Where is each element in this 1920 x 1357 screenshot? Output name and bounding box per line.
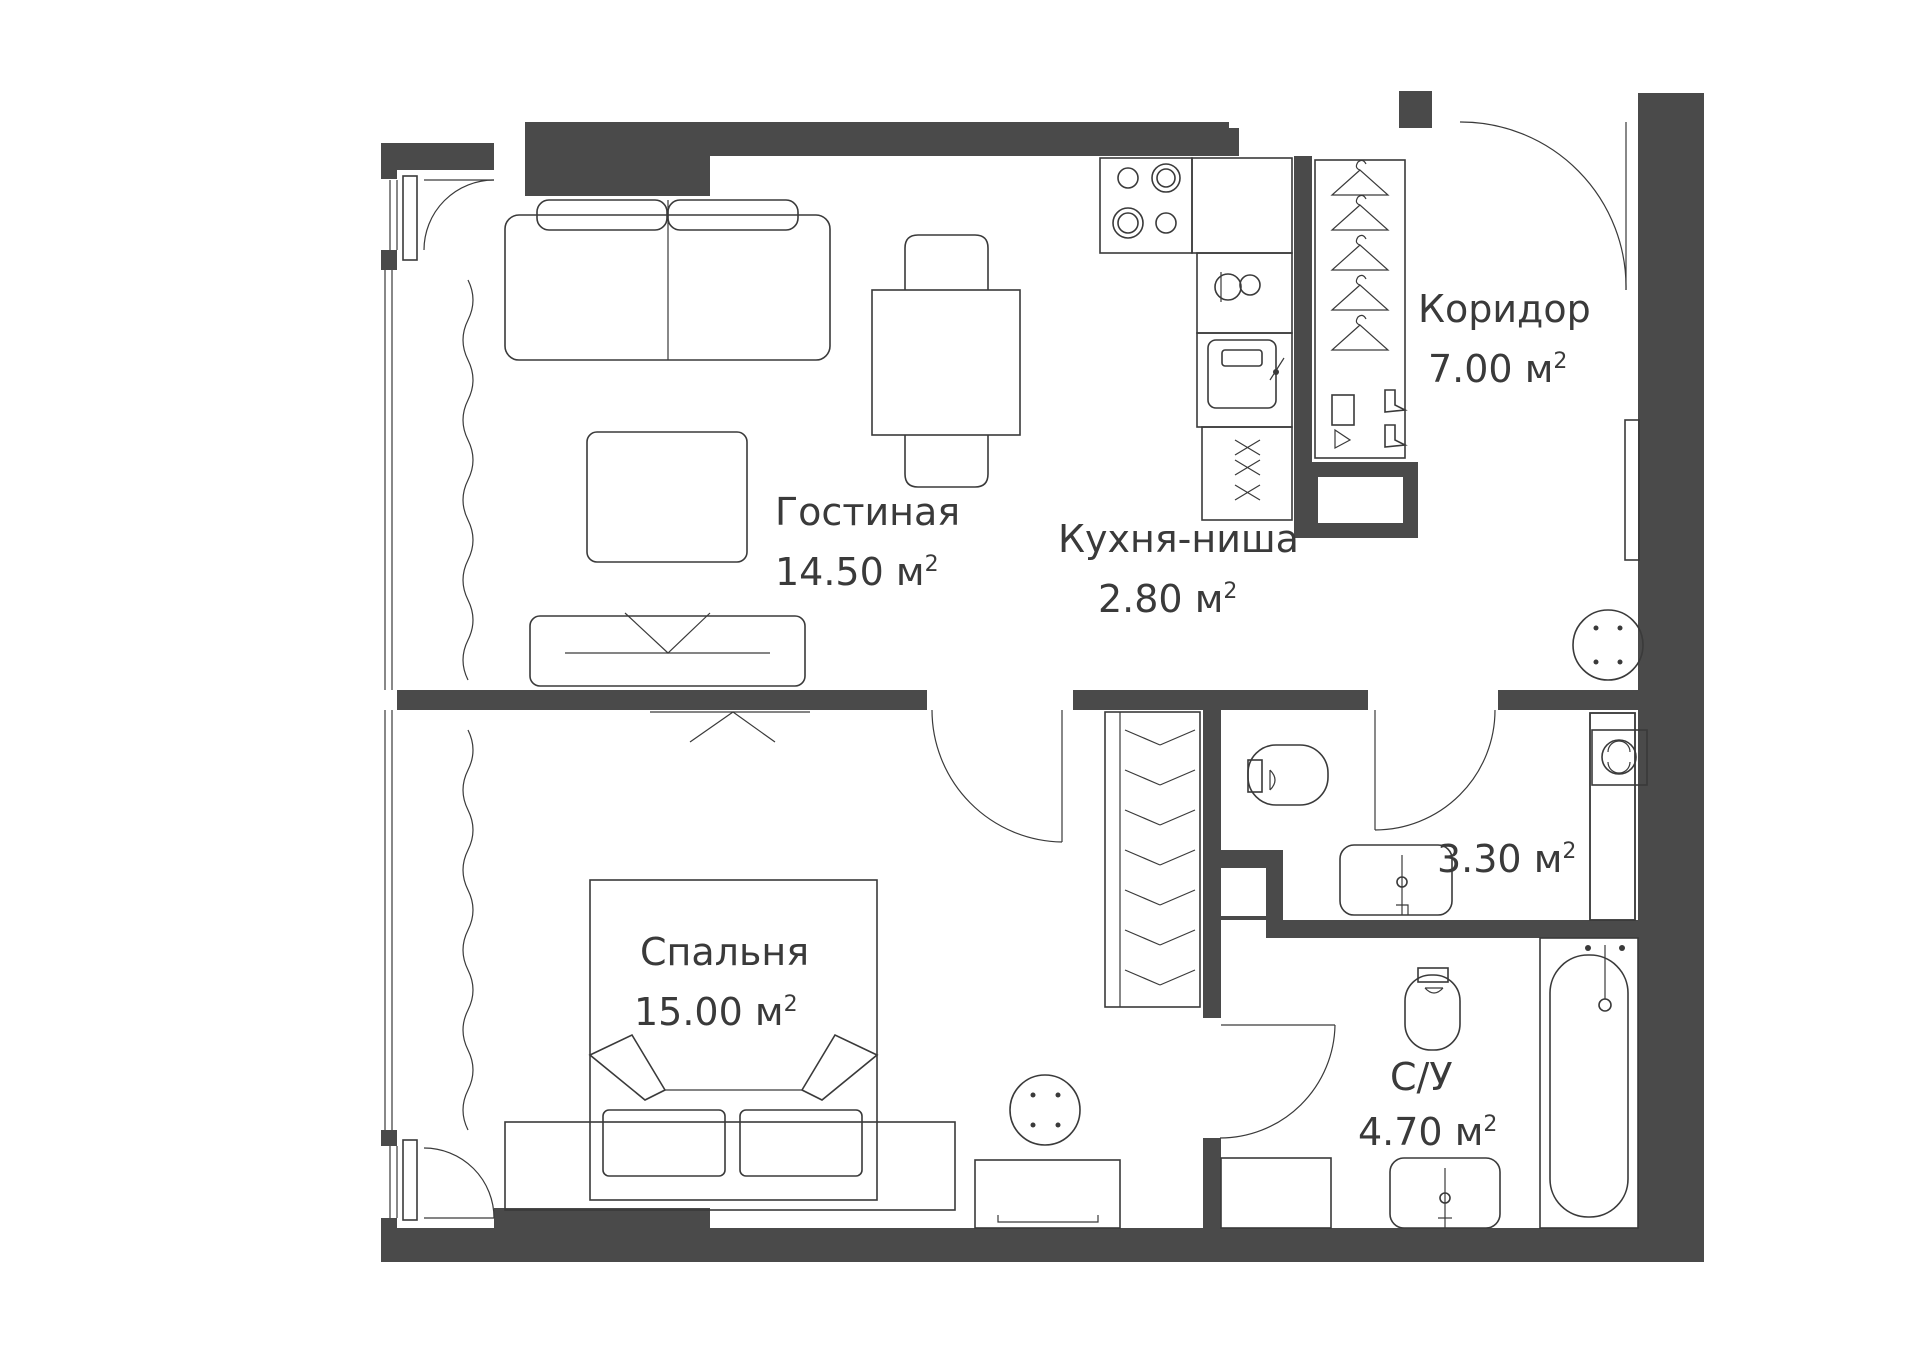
svg-text:Спальня: Спальня bbox=[640, 930, 809, 974]
svg-text:4.70 м2: 4.70 м2 bbox=[1358, 1110, 1497, 1154]
nightstand-icon bbox=[974, 1159, 1121, 1229]
sink-icon bbox=[1339, 844, 1453, 916]
room-label-corridor: Коридор 7.00 м2 bbox=[1418, 287, 1591, 391]
svg-text:3.30 м2: 3.30 м2 bbox=[1437, 837, 1576, 881]
windows bbox=[384, 175, 418, 1221]
dining-table-icon bbox=[871, 234, 1021, 488]
tv-stand-icon bbox=[529, 612, 810, 743]
sink-icon bbox=[1389, 1157, 1501, 1229]
coat-hanger-icon bbox=[1330, 159, 1390, 351]
svg-text:15.00 м2: 15.00 м2 bbox=[634, 990, 798, 1034]
svg-text:14.50 м2: 14.50 м2 bbox=[775, 550, 939, 594]
svg-text:Гостиная: Гостиная bbox=[775, 490, 960, 534]
sofa-icon bbox=[504, 199, 831, 361]
laundry-counter bbox=[1589, 712, 1636, 921]
room-label-laundry: 3.30 м2 bbox=[1437, 837, 1576, 881]
shoe-icon bbox=[1331, 389, 1408, 449]
kitchen-counter bbox=[1191, 157, 1293, 521]
round-table-icon bbox=[1009, 1074, 1081, 1146]
door-swing-icon bbox=[423, 121, 1627, 1219]
room-label-bathroom: С/У 4.70 м2 bbox=[1358, 1055, 1497, 1154]
bedroom-wardrobe bbox=[1104, 711, 1201, 1008]
room-label-bedroom: Спальня 15.00 м2 bbox=[634, 930, 809, 1034]
bathtub-icon bbox=[1539, 937, 1639, 1229]
svg-text:Коридор: Коридор bbox=[1418, 287, 1591, 331]
stove-icon bbox=[1099, 157, 1193, 254]
svg-text:Кухня-ниша: Кухня-ниша bbox=[1058, 517, 1299, 561]
curtain-icon bbox=[462, 279, 474, 1131]
corridor-fixtures bbox=[1572, 419, 1644, 681]
walls bbox=[381, 91, 1704, 1262]
bed-icon bbox=[504, 879, 956, 1211]
bath-cabinet bbox=[1220, 1157, 1332, 1229]
room-label-living: Гостиная 14.50 м2 bbox=[775, 490, 960, 594]
toilet-icon bbox=[1404, 967, 1461, 1051]
coffee-table-icon bbox=[586, 431, 748, 563]
svg-text:С/У: С/У bbox=[1390, 1055, 1453, 1099]
svg-text:2.80 м2: 2.80 м2 bbox=[1098, 577, 1237, 621]
coat-hanger-icon bbox=[1124, 729, 1196, 986]
sink-icon bbox=[1207, 339, 1285, 409]
svg-text:7.00 м2: 7.00 м2 bbox=[1428, 347, 1567, 391]
room-label-kitchen: Кухня-ниша 2.80 м2 bbox=[1058, 517, 1299, 621]
wardrobe bbox=[1314, 159, 1406, 459]
toilet-icon bbox=[1247, 744, 1329, 806]
